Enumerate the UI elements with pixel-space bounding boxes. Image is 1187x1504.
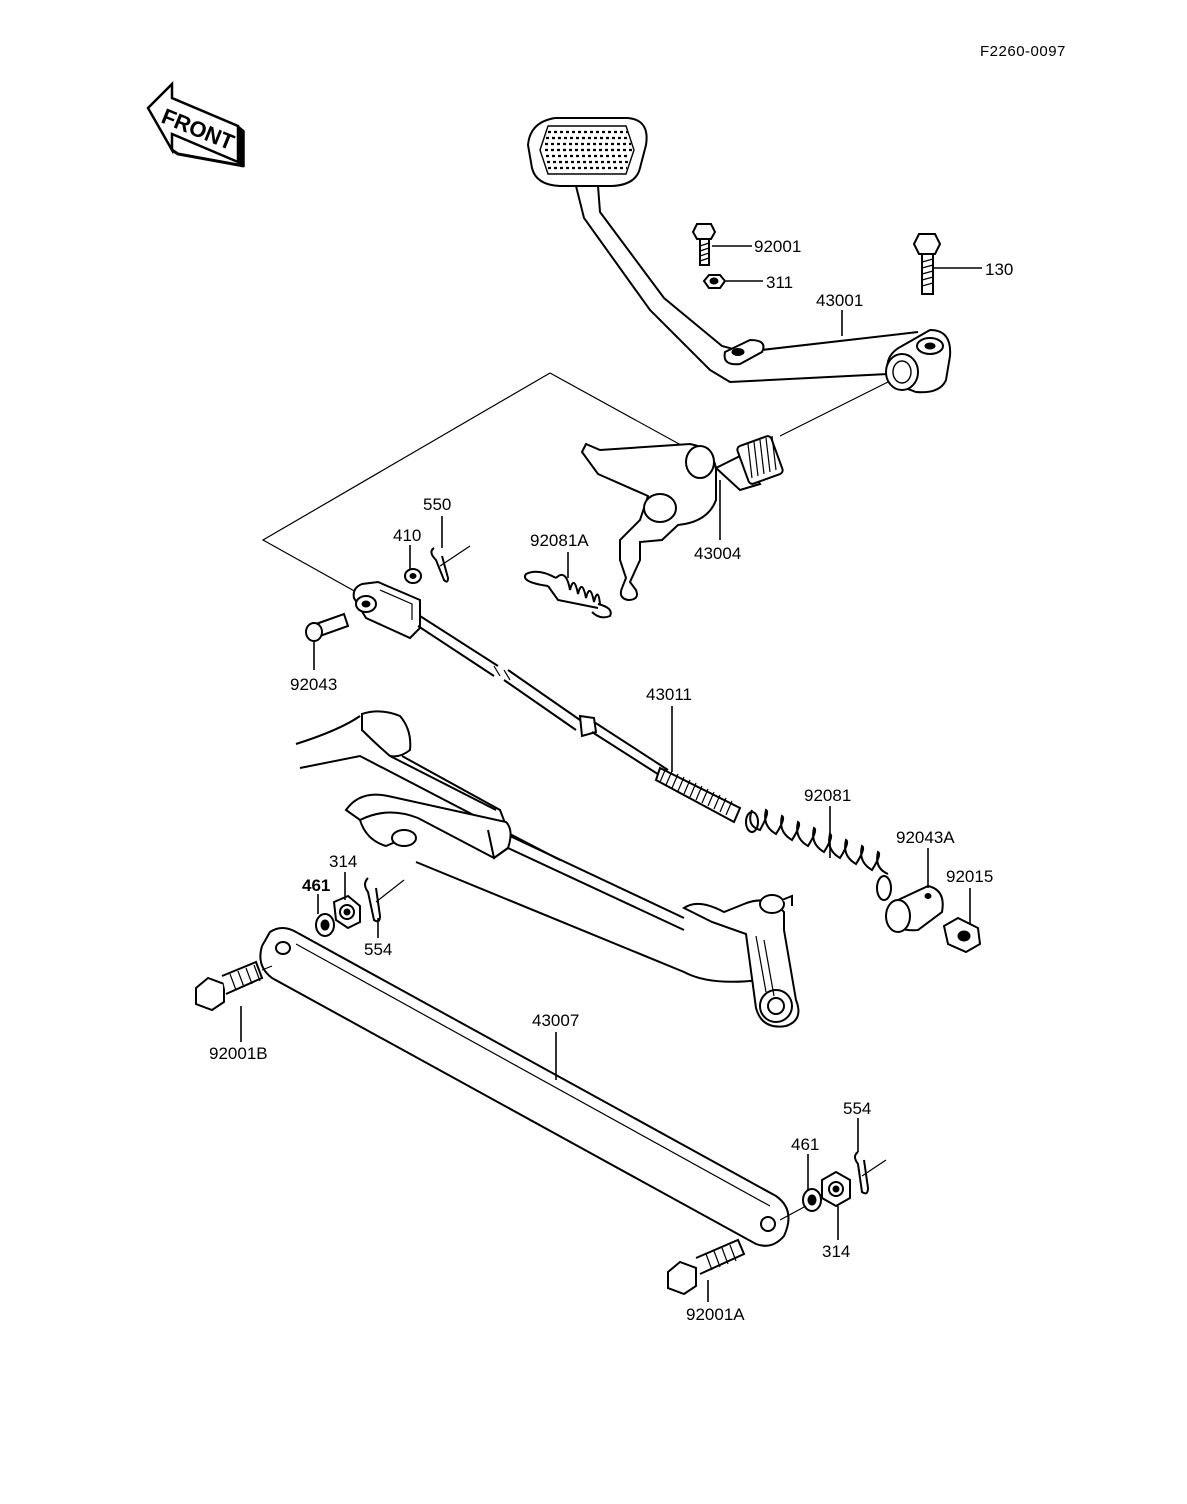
front-arrow-icon: FRONT (146, 80, 245, 168)
callout-314-left: 314 (329, 852, 357, 871)
callout-92081A: 92081A (530, 531, 589, 550)
callout-92043: 92043 (290, 675, 337, 694)
callout-461-right: 461 (791, 1135, 819, 1154)
adjuster-92043A (885, 884, 944, 933)
callout-92043A: 92043A (896, 828, 955, 847)
callout-410: 410 (393, 526, 421, 545)
callout-92001B: 92001B (209, 1044, 268, 1063)
nut-314-left (332, 894, 361, 930)
spring-92081 (745, 808, 892, 901)
drawing-code: F2260-0097 (980, 43, 1066, 60)
reference-plane (261, 372, 889, 613)
washer-461-right (802, 1188, 822, 1212)
callout-43004: 43004 (694, 544, 741, 563)
bolt-92001 (691, 223, 717, 266)
callout-554-left: 554 (364, 940, 392, 959)
cotter-pin-554-right (854, 1151, 887, 1195)
tie-rod-43007 (259, 927, 790, 1247)
leader-lines (240, 245, 982, 1302)
callout-labels: 92001 130 311 43001 550 410 92081A 43004… (209, 237, 1013, 1324)
callout-550: 550 (423, 495, 451, 514)
callout-461-left: 461 (302, 876, 330, 895)
cotter-pin-554-left (364, 877, 405, 923)
callout-554-right: 554 (843, 1099, 871, 1118)
callout-92015: 92015 (946, 867, 993, 886)
washer-410 (404, 568, 422, 584)
bolt-92001B (195, 960, 273, 1012)
bolt-130 (912, 233, 942, 295)
clevis-assembly (352, 580, 421, 640)
brake-shaft-43004 (580, 435, 784, 602)
bolt-92001A (667, 1238, 746, 1296)
callout-43001: 43001 (816, 291, 863, 310)
pedal-pad-texture (545, 130, 632, 170)
swing-arm (295, 710, 800, 1028)
cotter-pin-550 (430, 545, 471, 583)
callout-130: 130 (985, 260, 1013, 279)
washer-461-left (315, 913, 335, 937)
callout-43007: 43007 (532, 1011, 579, 1030)
callout-92001A: 92001A (686, 1305, 745, 1324)
brake-rod-43011 (417, 615, 742, 824)
callout-311: 311 (766, 273, 793, 292)
callout-92081: 92081 (804, 786, 851, 805)
brake-pedal (526, 117, 952, 394)
spring-92081A (524, 570, 612, 619)
nut-314-right (821, 1170, 851, 1208)
callout-314-right: 314 (822, 1242, 850, 1261)
nut-311 (702, 274, 727, 289)
clevis-pin-92043 (305, 612, 350, 642)
nut-92015 (942, 916, 982, 954)
callout-43011: 43011 (646, 685, 692, 704)
callout-92001: 92001 (754, 237, 801, 256)
